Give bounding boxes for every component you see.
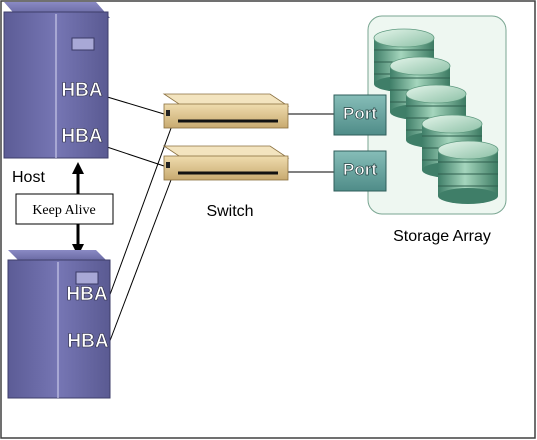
link-host-hba2-switch2 bbox=[103, 145, 165, 167]
keep-alive-box bbox=[15, 193, 114, 225]
link-host2-hba2-switch2 bbox=[107, 171, 175, 347]
host-hba-1-label: HBA bbox=[61, 80, 102, 101]
port-2-label: Port bbox=[343, 160, 377, 179]
arrow-up-icon bbox=[72, 162, 84, 174]
host-drive-bay bbox=[71, 37, 95, 51]
port-2 bbox=[333, 150, 387, 192]
host-server bbox=[3, 2, 110, 159]
link-host2-hba1-switch1 bbox=[107, 119, 175, 301]
disk-stack bbox=[373, 28, 499, 204]
second-host-drive-bay bbox=[75, 271, 99, 285]
host-label: Host bbox=[12, 169, 45, 186]
link-host-hba1-switch1 bbox=[103, 95, 165, 115]
keep-alive-label: Keep Alive bbox=[32, 203, 95, 218]
second-host-hba-2-label: HBA bbox=[67, 331, 108, 352]
disk-5 bbox=[437, 140, 499, 204]
switch-1-led bbox=[166, 110, 170, 116]
second-host-hba-1-label: HBA bbox=[66, 284, 107, 305]
port-1 bbox=[333, 94, 387, 136]
switch-2-led bbox=[166, 162, 170, 168]
port-1-label: Port bbox=[343, 104, 377, 123]
switch-2 bbox=[162, 145, 290, 181]
second-host-server bbox=[7, 250, 111, 399]
connection-lines bbox=[103, 95, 334, 347]
switch-1 bbox=[162, 93, 290, 129]
host-hba-2-label: HBA bbox=[61, 126, 102, 147]
storage-array-label: Storage Array bbox=[393, 228, 491, 245]
switch-label: Switch bbox=[206, 203, 253, 220]
